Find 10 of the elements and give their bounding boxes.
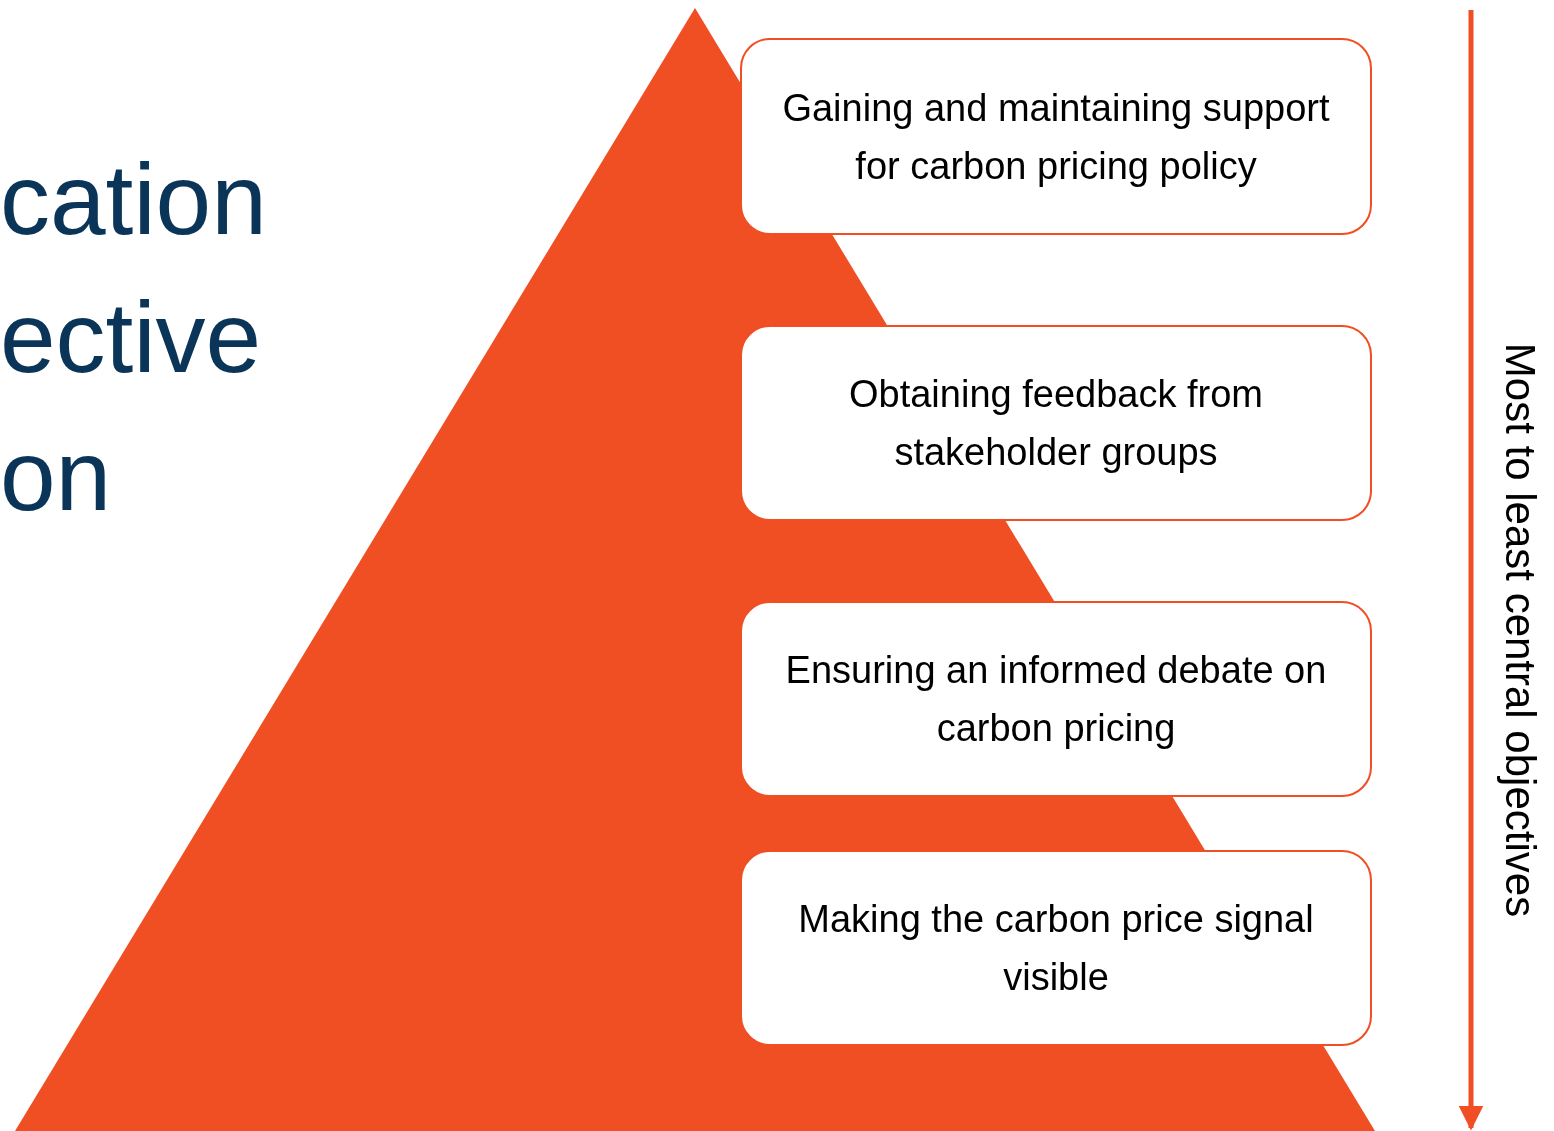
- objective-text: Making the carbon price signal visible: [797, 897, 1315, 1000]
- title-text: cation ective on: [0, 142, 268, 533]
- axis-caption: Most to least central objectives: [1496, 342, 1544, 918]
- objective-box: [740, 601, 1372, 797]
- objective-box: [740, 850, 1372, 1046]
- objective-text: Obtaining feedback from stakeholder groups: [848, 372, 1264, 475]
- objective-text: Gaining and maintaining support for carbon pricing policy: [781, 85, 1331, 189]
- objective-text: Ensuring an informed debate on carbon pricing: [784, 648, 1328, 751]
- objective-box: [740, 325, 1372, 521]
- objective-box: [740, 38, 1372, 235]
